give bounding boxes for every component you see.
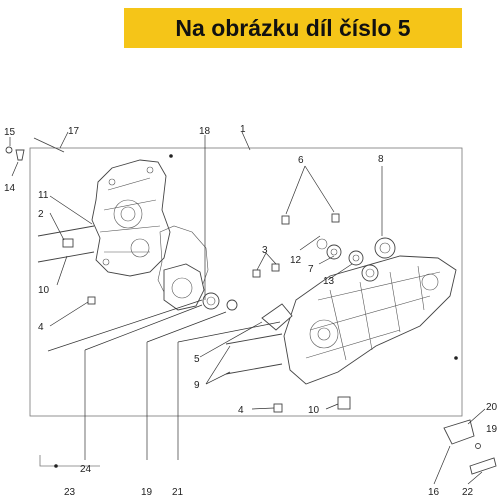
bracket-23 <box>39 455 100 467</box>
callout-18: 18 <box>199 126 211 137</box>
callout-19: 19 <box>486 424 498 435</box>
dowel <box>271 263 280 272</box>
pump-cover <box>163 263 205 311</box>
dowel-pin <box>273 403 283 413</box>
callout-11: 11 <box>38 190 49 201</box>
oil-filler-plug <box>202 292 238 311</box>
callout-9: 9 <box>194 380 200 391</box>
dowel <box>331 213 340 223</box>
bolt-long <box>33 137 65 153</box>
callout-4: 4 <box>238 405 244 416</box>
bearings <box>316 237 396 282</box>
callout-23: 23 <box>64 487 76 498</box>
callout-19: 19 <box>141 487 153 498</box>
screw-small <box>5 146 13 154</box>
callout-12: 12 <box>290 255 302 266</box>
dowel-pin <box>87 296 96 305</box>
dowel <box>252 269 261 278</box>
callout-24: 24 <box>80 464 92 475</box>
callout-17: 17 <box>68 126 80 137</box>
callout-21: 21 <box>172 487 184 498</box>
callout-3: 3 <box>262 245 268 256</box>
studs <box>225 333 283 375</box>
callout-15: 15 <box>4 127 16 138</box>
callout-4: 4 <box>38 322 44 333</box>
callout-10: 10 <box>308 405 320 416</box>
callout-20: 20 <box>486 402 498 413</box>
callout-13: 13 <box>323 276 335 287</box>
clip <box>475 443 481 449</box>
callout-2: 2 <box>38 209 44 220</box>
callout-5: 5 <box>194 354 200 365</box>
pin <box>469 457 497 475</box>
title-banner: Na obrázku díl číslo 5 <box>124 8 462 48</box>
right-crankcase-half <box>283 255 457 385</box>
leader-dots <box>54 154 458 468</box>
callout-10: 10 <box>38 285 50 296</box>
callout-14: 14 <box>4 183 16 194</box>
title-banner-text: Na obrázku díl číslo 5 <box>175 14 411 41</box>
clip <box>15 149 25 161</box>
callout-8: 8 <box>378 154 384 165</box>
callout-22: 22 <box>462 487 474 498</box>
bushing <box>337 396 351 410</box>
bracket <box>443 419 475 445</box>
callout-1: 1 <box>240 124 246 135</box>
dowel <box>281 215 290 225</box>
callout-16: 16 <box>428 487 440 498</box>
assembly-frame <box>29 147 463 417</box>
bushing <box>62 238 74 248</box>
leader-lines <box>9 131 486 485</box>
callout-6: 6 <box>298 155 304 166</box>
left-crankcase-half <box>91 159 171 277</box>
callout-7: 7 <box>308 264 314 275</box>
stud-bolts <box>37 225 95 263</box>
retaining-plate <box>261 303 293 331</box>
